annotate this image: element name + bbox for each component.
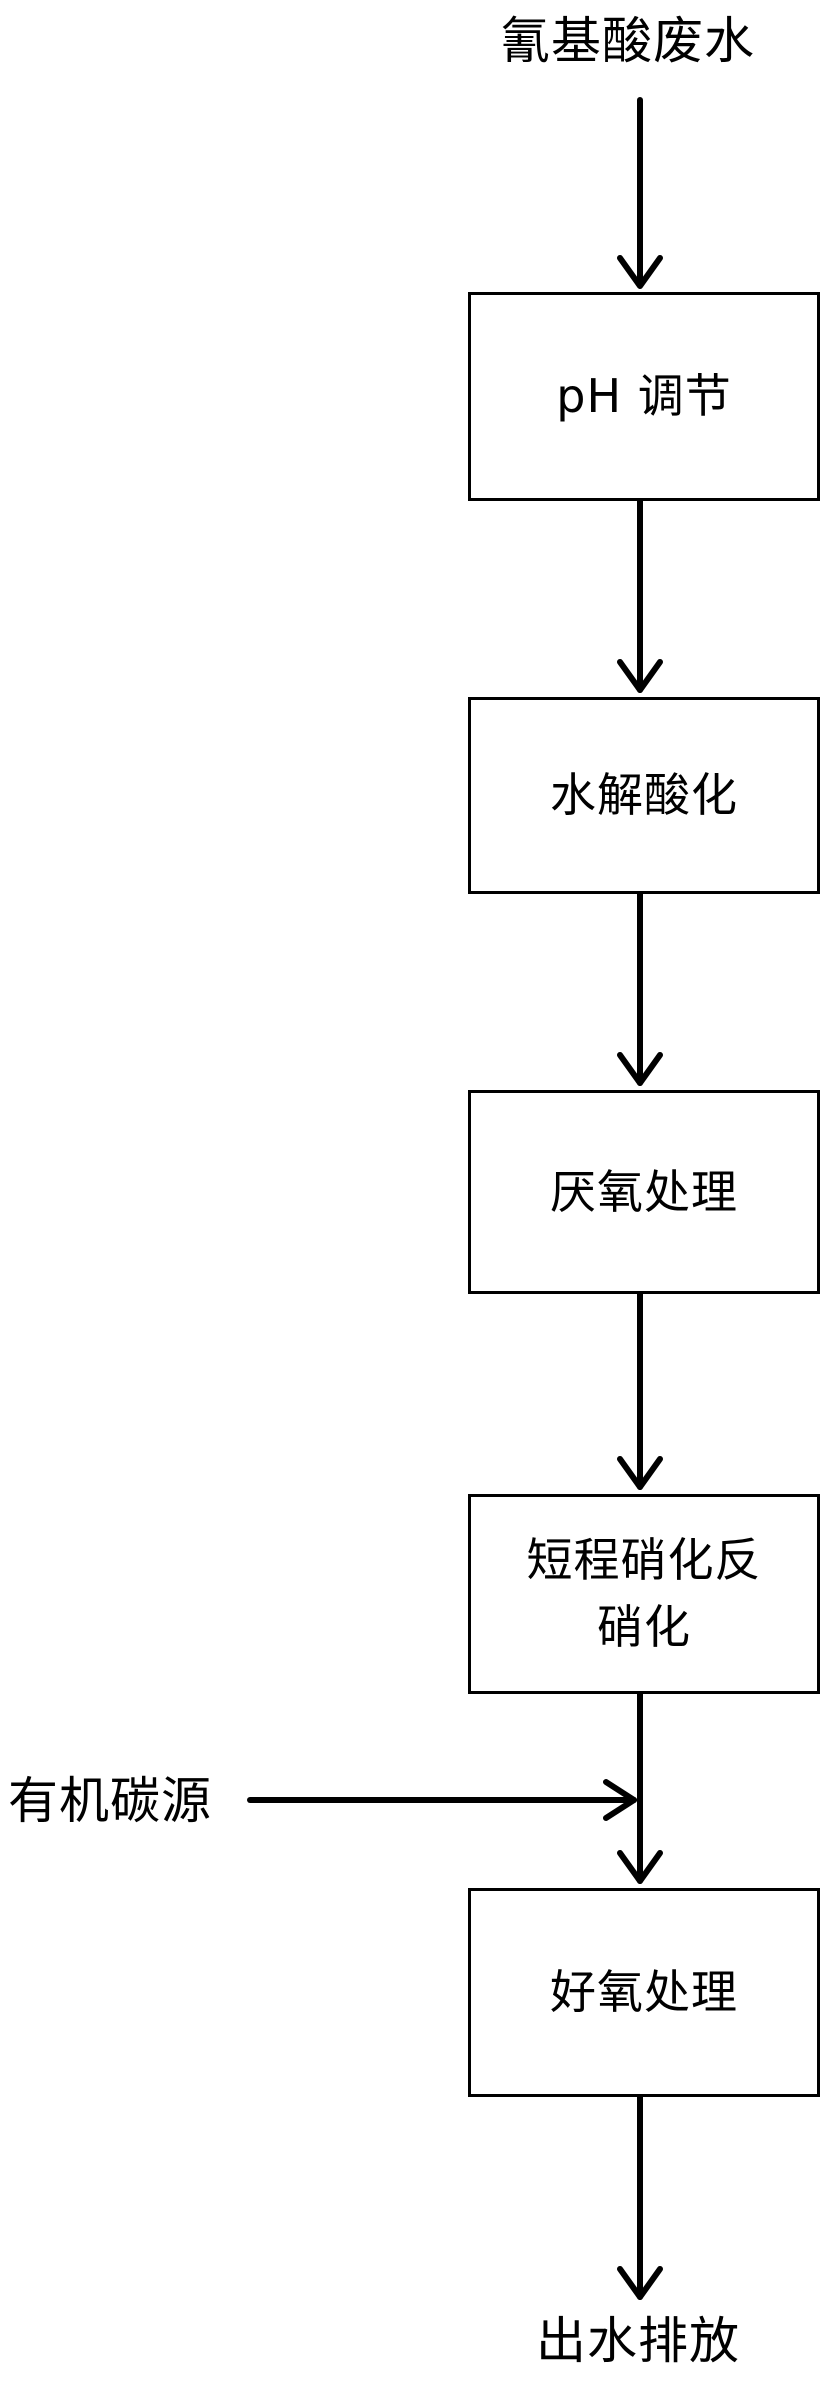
aerobic-treatment-box: 好氧处理: [468, 1888, 820, 2097]
anaerobic-treatment-label: 厌氧处理: [550, 1164, 738, 1219]
arrow-head-anaerobic-to-nitrification: [617, 1456, 663, 1490]
arrow-head-ph-to-hydrolysis: [617, 659, 663, 693]
input-label: 氰基酸废水: [500, 12, 755, 70]
ph-adjustment-box: pH 调节: [468, 292, 820, 501]
ph-adjustment-label: pH 调节: [556, 369, 732, 424]
arrow-head-aerobic-to-output: [617, 2266, 663, 2300]
aerobic-treatment-label: 好氧处理: [550, 1965, 738, 2020]
anaerobic-treatment-box: 厌氧处理: [468, 1090, 820, 1294]
hydrolysis-acidification-label: 水解酸化: [550, 768, 738, 823]
hydrolysis-acidification-box: 水解酸化: [468, 697, 820, 894]
output-label: 出水排放: [536, 2312, 740, 2370]
short-cut-nitrification-denitrification-box: 短程硝化反 硝化: [468, 1494, 820, 1694]
arrow-head-input-to-ph: [617, 255, 663, 289]
arrow-head-hydrolysis-to-anaerobic: [617, 1052, 663, 1086]
short-cut-nitrification-denitrification-label: 短程硝化反 硝化: [526, 1533, 762, 1654]
arrow-head-carbon-source: [603, 1779, 637, 1821]
arrow-head-nitrification-to-aerobic: [617, 1850, 663, 1884]
organic-carbon-source-label: 有机碳源: [8, 1772, 212, 1830]
